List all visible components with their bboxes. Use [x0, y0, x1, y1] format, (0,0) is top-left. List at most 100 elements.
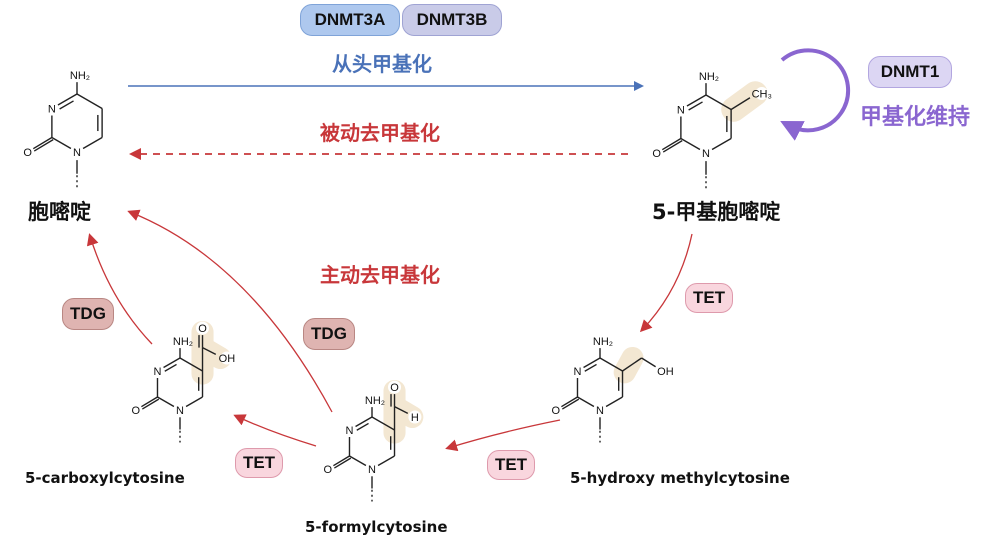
dnmt3a-badge: DNMT3A	[300, 4, 400, 36]
atom-mask	[674, 103, 688, 116]
bond	[163, 357, 181, 369]
bond	[688, 101, 703, 111]
bond	[157, 396, 175, 408]
active-demethylation-label: 主动去甲基化	[320, 263, 440, 287]
atom-mask	[70, 145, 84, 159]
bond	[622, 357, 642, 372]
bond	[577, 396, 595, 408]
tet-badge-1: TET	[685, 283, 733, 313]
atom-mask	[365, 462, 379, 476]
atom-n1: N	[368, 464, 376, 476]
atom-n3: N	[677, 105, 685, 117]
bond	[185, 396, 203, 408]
cytosine-label: 胞嘧啶	[28, 200, 91, 224]
hydroxymethylcytosine-label: 5-hydroxy methylcytosine	[570, 469, 790, 487]
bond	[179, 357, 203, 372]
atom-mask	[342, 423, 356, 437]
atom-mask	[321, 462, 335, 476]
bond	[355, 416, 373, 428]
atom-o: O	[324, 464, 333, 476]
dnmt1-badge: DNMT1	[868, 56, 952, 88]
bond	[561, 398, 580, 410]
atom-o-carbonyl: O	[390, 382, 399, 394]
bond	[332, 455, 350, 467]
passive-demethylation-label: 被动去甲基化	[320, 121, 440, 145]
atom-nh2: NH₂	[70, 70, 90, 82]
atom-o: O	[552, 405, 561, 417]
atom-mask	[658, 364, 672, 378]
atom-mask	[220, 351, 234, 365]
atom-mask	[699, 146, 713, 160]
atom-o: O	[652, 148, 661, 160]
substituent-highlight	[613, 346, 644, 384]
bond	[141, 398, 160, 410]
bond	[661, 137, 682, 151]
atom-mask	[45, 102, 59, 115]
atom-o: O	[23, 147, 32, 159]
atom-mask	[173, 403, 187, 417]
bond	[32, 136, 53, 150]
atom-nh2: NH₂	[365, 395, 385, 407]
bond	[583, 357, 601, 369]
atom-n1: N	[702, 148, 710, 160]
bond	[140, 396, 158, 408]
carboxylcytosine-label: 5-carboxylcytosine	[25, 469, 185, 487]
bond	[394, 405, 409, 414]
atom-mask	[388, 380, 402, 394]
atom-h: H	[411, 412, 419, 424]
bond	[686, 94, 707, 107]
atom-mask	[21, 145, 35, 159]
atom-mask	[129, 403, 143, 417]
bond	[705, 94, 732, 111]
bond	[641, 357, 656, 368]
bond	[377, 455, 395, 467]
atom-mask	[549, 403, 563, 417]
atom-o: O	[132, 405, 141, 417]
atom-o-carbonyl: O	[198, 323, 207, 335]
formylcytosine-label: 5-formylcytosine	[305, 518, 448, 536]
atom-mask	[570, 364, 584, 378]
bond	[349, 455, 367, 467]
bond	[560, 396, 578, 408]
bond	[662, 140, 683, 153]
bond	[202, 346, 217, 355]
atom-mask	[368, 393, 382, 407]
atom-mask	[702, 69, 716, 83]
tet-arrow-5mc-to-5hmc	[639, 233, 693, 333]
atom-nh2: NH₂	[173, 336, 193, 348]
atom-mask	[596, 334, 610, 348]
atom-n1: N	[596, 405, 604, 417]
maintenance-methylation-label: 甲基化维持	[860, 105, 971, 130]
bond	[51, 136, 72, 150]
atom-mask	[593, 403, 607, 417]
bond	[59, 100, 74, 110]
bond	[76, 93, 103, 110]
tdg-badge-2: TDG	[303, 318, 355, 350]
tdg-arrow-5fc-to-cytosine	[127, 209, 333, 413]
dnmt3b-badge: DNMT3B	[402, 4, 502, 36]
bond	[371, 416, 395, 431]
atom-mask	[196, 321, 210, 335]
bond	[333, 457, 352, 469]
bond	[599, 357, 623, 372]
atom-nh2: NH₂	[593, 336, 613, 348]
atom-n3: N	[346, 425, 354, 437]
atom-n3: N	[574, 366, 582, 378]
atom-n3: N	[154, 366, 162, 378]
bond	[584, 363, 597, 372]
tet-arrow-5hmc-to-5fc	[445, 419, 561, 452]
bond	[82, 136, 103, 150]
atom-ch3: CH₃	[752, 89, 772, 101]
tet-arrow-5fc-to-5cac	[233, 414, 317, 447]
atom-mask	[176, 334, 190, 348]
methylcytosine-label: 5-甲基胞嘧啶	[652, 200, 781, 224]
bond	[730, 97, 751, 111]
atom-n1: N	[73, 147, 81, 159]
tet-badge-3: TET	[235, 448, 283, 478]
atom-mask	[755, 87, 769, 101]
